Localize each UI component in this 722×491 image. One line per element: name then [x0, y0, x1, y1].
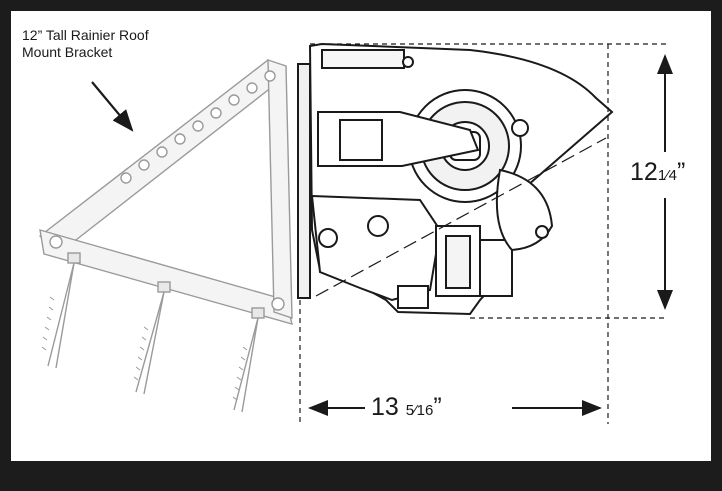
- roof-mount-bracket: [38, 59, 293, 413]
- height-fraction: 1⁄4: [657, 167, 678, 184]
- width-unit: ”: [433, 393, 442, 421]
- height-whole: 12: [630, 158, 658, 186]
- dimension-extension-lines: [299, 43, 668, 424]
- height-dimension-label: 121⁄4”: [630, 158, 685, 187]
- width-dimension-label: 13 5⁄16”: [371, 393, 442, 422]
- centerline: [315, 137, 607, 297]
- height-unit: ”: [677, 158, 686, 186]
- awning-motor-housing: [297, 42, 614, 316]
- caption-leader-arrow: [91, 81, 134, 132]
- bracket-caption: 12” Tall Rainier Roof Mount Bracket: [22, 27, 149, 60]
- width-whole: 13: [371, 393, 399, 421]
- width-fraction: 5⁄16: [405, 402, 434, 419]
- lag-screws: [47, 252, 265, 413]
